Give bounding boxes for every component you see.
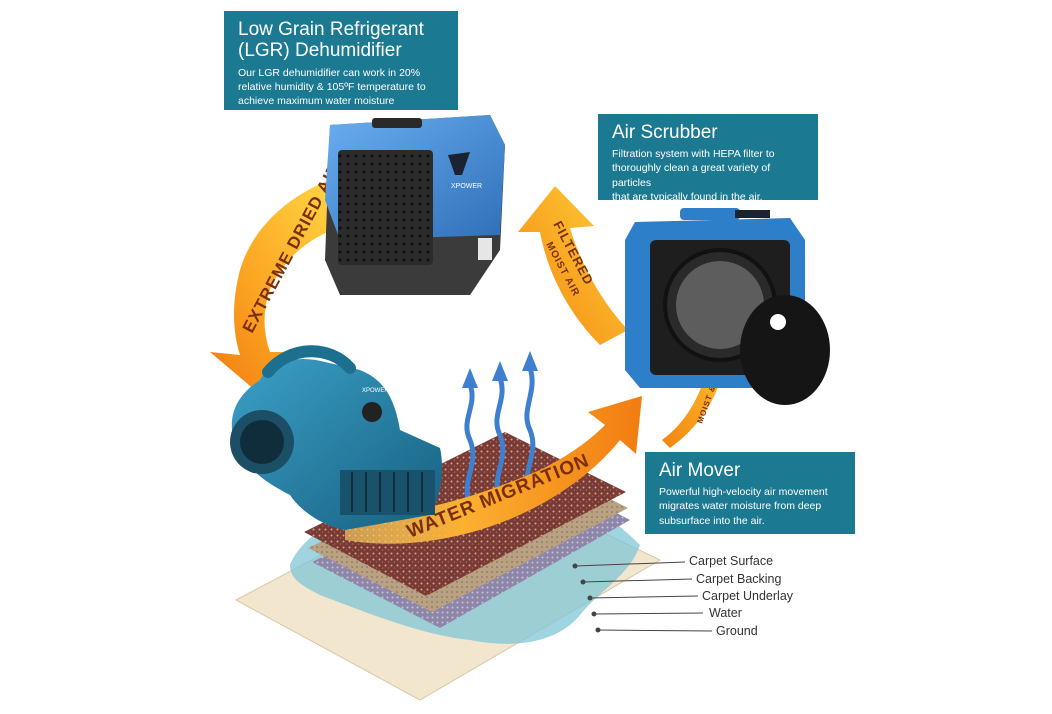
scrubber-desc-line1: Filtration system with HEPA filter to (612, 148, 775, 161)
layer-label-carpet-backing: Carpet Backing (696, 572, 782, 586)
air-mover-info-box: Air Mover Powerful high-velocity air mov… (645, 452, 855, 534)
air-mover-device: XPOWER (230, 345, 442, 530)
air-mover-title: Air Mover (659, 460, 741, 481)
air-scrubber-title: Air Scrubber (612, 122, 718, 143)
dehumidifier-device: XPOWER (325, 115, 505, 295)
layer-label-carpet-surface: Carpet Surface (689, 554, 774, 568)
air-mover-brand: XPOWER (362, 388, 389, 394)
scrubber-desc-line3: that are typically found in the air. (612, 190, 763, 203)
layer-label-water: Water (709, 606, 742, 620)
layer-label-carpet-underlay: Carpet Underlay (702, 589, 794, 603)
dehumidifier-description: Our LGR dehumidifier can work in 20% rel… (238, 66, 444, 123)
air-mover-description: Powerful high-velocity air movement migr… (659, 485, 841, 528)
air-scrubber-info-box: Air Scrubber Filtration system with HEPA… (598, 114, 818, 203)
dehumidifier-title-line2: (LGR) Dehumidifier (238, 40, 402, 62)
water-migration-arrow (345, 396, 642, 544)
mover-desc-line2: migrates water moisture from deep (659, 500, 822, 513)
vapor-arrowheads (462, 351, 538, 388)
dehumidifier-desc-line2: relative humidity & 105ºF temperature to (238, 80, 426, 93)
mover-desc-line3: subsurface into the air. (659, 514, 765, 527)
dehumidifier-info-box: Low Grain Refrigerant (LGR) Dehumidifier… (224, 11, 458, 121)
dehumidifier-desc-line3: achieve maximum water moisture extractio… (238, 94, 395, 122)
dehumidifier-brand: XPOWER (451, 183, 482, 190)
dehumidifier-desc-line1: Our LGR dehumidifier can work in 20% (238, 66, 421, 79)
layer-leader-lines (572, 561, 713, 633)
layer-label-ground: Ground (716, 624, 758, 638)
air-scrubber-description: Filtration system with HEPA filter to th… (612, 147, 804, 204)
air-scrubber-device (625, 208, 830, 405)
dehumidifier-title: Low Grain Refrigerant (LGR) Dehumidifier (238, 19, 444, 62)
moisture-vapor (464, 365, 536, 508)
extreme-dried-air-arrow (210, 170, 360, 396)
dehumidifier-title-line1: Low Grain Refrigerant (238, 19, 424, 40)
scrubber-desc-line2: thoroughly clean a great variety of part… (612, 162, 771, 189)
mover-desc-line1: Powerful high-velocity air movement (659, 486, 828, 499)
filtered-moist-air-arrow (518, 186, 628, 345)
